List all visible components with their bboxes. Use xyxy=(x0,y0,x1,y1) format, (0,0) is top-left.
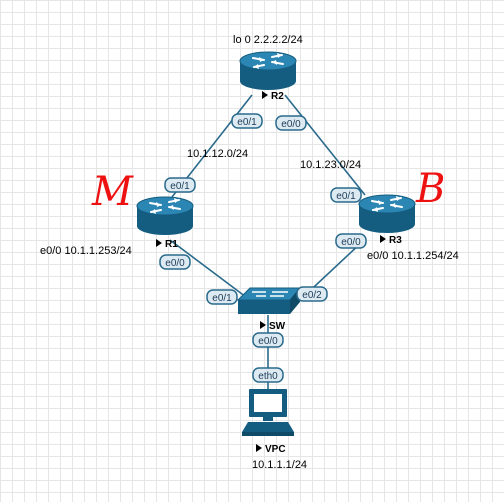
r2-loopback-label: lo 0 2.2.2.2/24 xyxy=(233,34,303,46)
svg-text:e0/2: e0/2 xyxy=(302,290,322,301)
r3-e00-ip-label: e0/0 10.1.1.254/24 xyxy=(367,250,459,262)
svg-text:R2: R2 xyxy=(271,91,284,102)
svg-text:e0/1: e0/1 xyxy=(237,117,257,128)
router-r3-icon[interactable] xyxy=(358,194,416,234)
port-r2-e00[interactable]: e0/0 xyxy=(275,115,307,131)
router-r3-name: R3 xyxy=(380,235,402,246)
network-r1-r2-label: 10.1.12.0/24 xyxy=(187,148,248,160)
switch-sw-icon[interactable] xyxy=(236,287,302,314)
svg-text:e0/0: e0/0 xyxy=(165,258,185,269)
port-r1-e00[interactable]: e0/0 xyxy=(159,254,191,270)
svg-text:SW: SW xyxy=(269,321,286,332)
r1-e00-ip-label: e0/0 10.1.1.253/24 xyxy=(40,245,132,257)
svg-text:e0/1: e0/1 xyxy=(212,293,232,304)
router-r2-name: R2 xyxy=(262,91,284,102)
router-r1-icon[interactable] xyxy=(136,196,194,236)
svg-text:e0/0: e0/0 xyxy=(258,336,278,347)
switch-sw-name: SW xyxy=(260,321,286,332)
port-r2-e01[interactable]: e0/1 xyxy=(231,113,263,129)
port-sw-e01[interactable]: e0/1 xyxy=(206,289,238,305)
network-r2-r3-label: 10.1.23.0/24 xyxy=(300,159,361,171)
svg-text:e0/1: e0/1 xyxy=(336,191,356,202)
router-r1-name: R1 xyxy=(156,239,178,250)
svg-text:R1: R1 xyxy=(165,239,178,250)
vpc-computer-icon[interactable] xyxy=(242,389,294,436)
svg-text:e0/1: e0/1 xyxy=(170,181,190,192)
vpc-name: VPC xyxy=(256,444,286,455)
svg-text:e0/0: e0/0 xyxy=(281,119,301,130)
port-r1-e01[interactable]: e0/1 xyxy=(164,177,196,193)
link-r1-sw xyxy=(169,239,251,301)
svg-text:R3: R3 xyxy=(389,235,402,246)
vpc-ip-label: 10.1.1.1/24 xyxy=(252,459,307,471)
port-sw-e02[interactable]: e0/2 xyxy=(296,286,328,302)
r3-handwritten-mark: B xyxy=(415,166,445,212)
port-vpc-eth0[interactable]: eth0 xyxy=(252,367,284,383)
port-r3-e00[interactable]: e0/0 xyxy=(335,233,367,249)
r1-handwritten-mark: M xyxy=(91,169,134,215)
link-r2-r3 xyxy=(284,94,366,196)
port-r3-e01[interactable]: e0/1 xyxy=(330,187,362,203)
port-sw-e00[interactable]: e0/0 xyxy=(252,332,284,348)
router-r2-icon[interactable] xyxy=(239,51,297,91)
svg-text:VPC: VPC xyxy=(265,444,286,455)
svg-text:eth0: eth0 xyxy=(258,371,278,382)
svg-text:e0/0: e0/0 xyxy=(341,237,361,248)
